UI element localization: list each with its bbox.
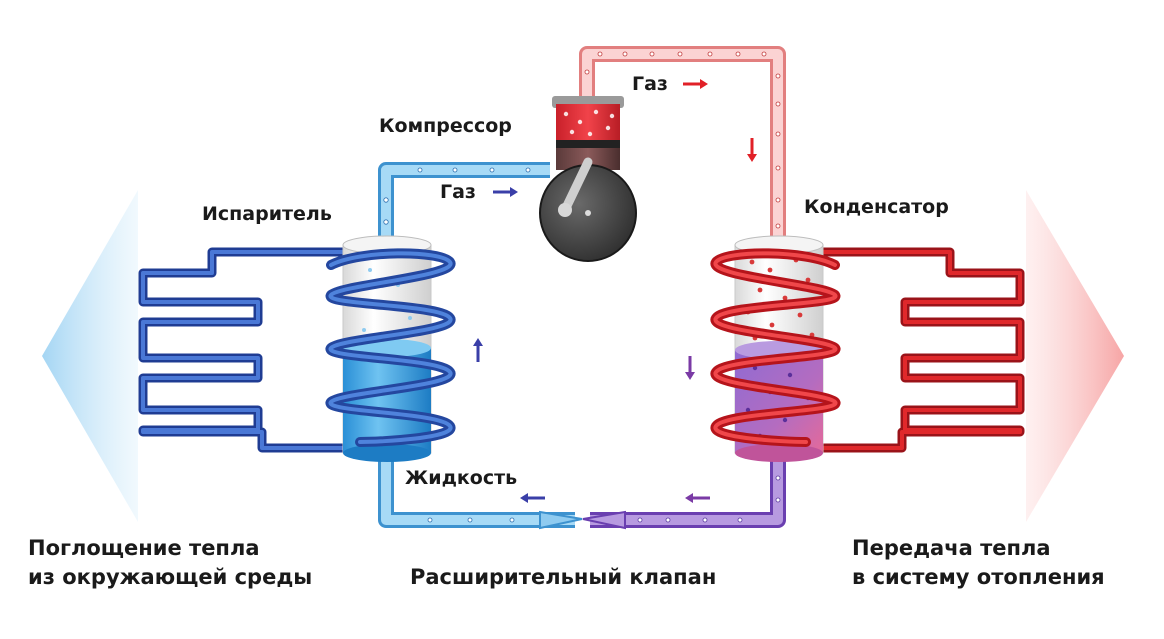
condenser-spiral <box>710 248 841 447</box>
transfer-label-line1: Передача тепла <box>852 536 1051 560</box>
expansion-valve <box>539 510 626 530</box>
condenser-serpentine-coil <box>815 247 1025 453</box>
liquid-label: Жидкость <box>405 467 517 489</box>
absorb-label-line1: Поглощение тепла <box>28 536 260 560</box>
evaporator-tank <box>342 235 432 462</box>
valve-label: Расширительный клапан <box>410 565 716 589</box>
mixed-liquid-pipe <box>590 455 786 528</box>
flow-arrow-down-red <box>747 138 757 162</box>
hot-gas-pipe <box>579 46 786 240</box>
cold-gas-pipe <box>378 162 550 240</box>
evaporator-label: Испаритель <box>202 203 332 225</box>
flow-arrow-gas-left <box>493 187 518 197</box>
compressor-label: Компрессор <box>379 115 512 137</box>
compressor <box>539 96 637 262</box>
heat-absorb-arrow <box>42 190 138 522</box>
transfer-label-line2: в систему отопления <box>852 565 1105 589</box>
gas-top-label: Газ <box>632 73 668 95</box>
mixed-pipe-bubbles <box>637 475 781 523</box>
flow-arrow-left-blue <box>520 493 545 503</box>
flow-arrow-left-purple <box>685 493 710 503</box>
pipe-bubbles <box>383 167 531 523</box>
flow-arrow-up-blue <box>473 338 483 362</box>
flow-arrow-down-purple <box>685 356 695 380</box>
condenser-tank <box>734 235 824 462</box>
absorb-label-line2: из окружающей среды <box>28 565 312 589</box>
heat-transfer-arrow <box>1026 190 1124 522</box>
condenser-label: Конденсатор <box>804 196 949 218</box>
gas-left-label: Газ <box>440 181 476 203</box>
hot-pipe-bubbles <box>584 51 781 229</box>
evaporator-spiral <box>325 248 456 447</box>
evaporator-serpentine-coil <box>138 247 350 453</box>
flow-arrow-gas-top <box>683 79 708 89</box>
